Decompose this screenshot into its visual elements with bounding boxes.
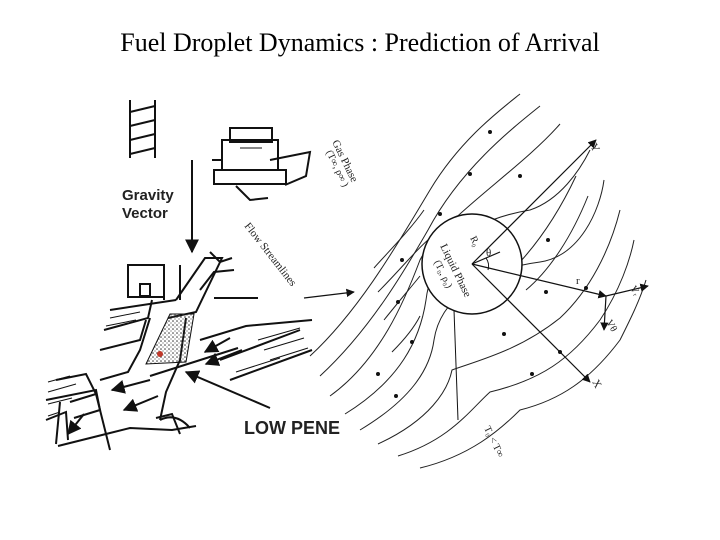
droplet-marker (157, 351, 163, 357)
x-axis-label: X (589, 378, 603, 391)
injector-body (212, 127, 312, 202)
flow-arrows (67, 337, 271, 436)
theta-arc (485, 257, 490, 271)
left-panel (45, 100, 313, 451)
x-axis-line (471, 263, 591, 383)
vector-label: Vector (122, 205, 168, 222)
vr-vector (605, 283, 649, 297)
low-penetration-label: LOW PENE (244, 418, 340, 438)
flow-label-leader (303, 288, 355, 299)
intake-port-walls (45, 251, 313, 451)
slide-title: Fuel Droplet Dynamics : Prediction of Ar… (120, 28, 600, 57)
vtheta-vector (600, 295, 609, 331)
temperature-leader (453, 309, 459, 421)
y-axis-line (471, 139, 597, 265)
ladder-structure (129, 100, 156, 158)
temperature-note: T₀ < T∞ (481, 424, 505, 459)
fuel-spray-cone (145, 313, 195, 365)
right-panel: Gas Phase (T∞, ρ∞ ) Flow Streamlines Liq… (242, 93, 649, 469)
r-label: r (576, 275, 580, 287)
theta-label: θ (486, 247, 491, 259)
vtheta-label: Vθ (603, 318, 619, 334)
gravity-label: Gravity (122, 187, 174, 204)
y-axis-label: Y (587, 142, 601, 155)
wall-hatching (47, 311, 309, 417)
flow-streamlines-label: Flow Streamlines (242, 220, 299, 288)
r-direction-line (471, 263, 607, 299)
streamline-arrowheads (376, 130, 588, 398)
